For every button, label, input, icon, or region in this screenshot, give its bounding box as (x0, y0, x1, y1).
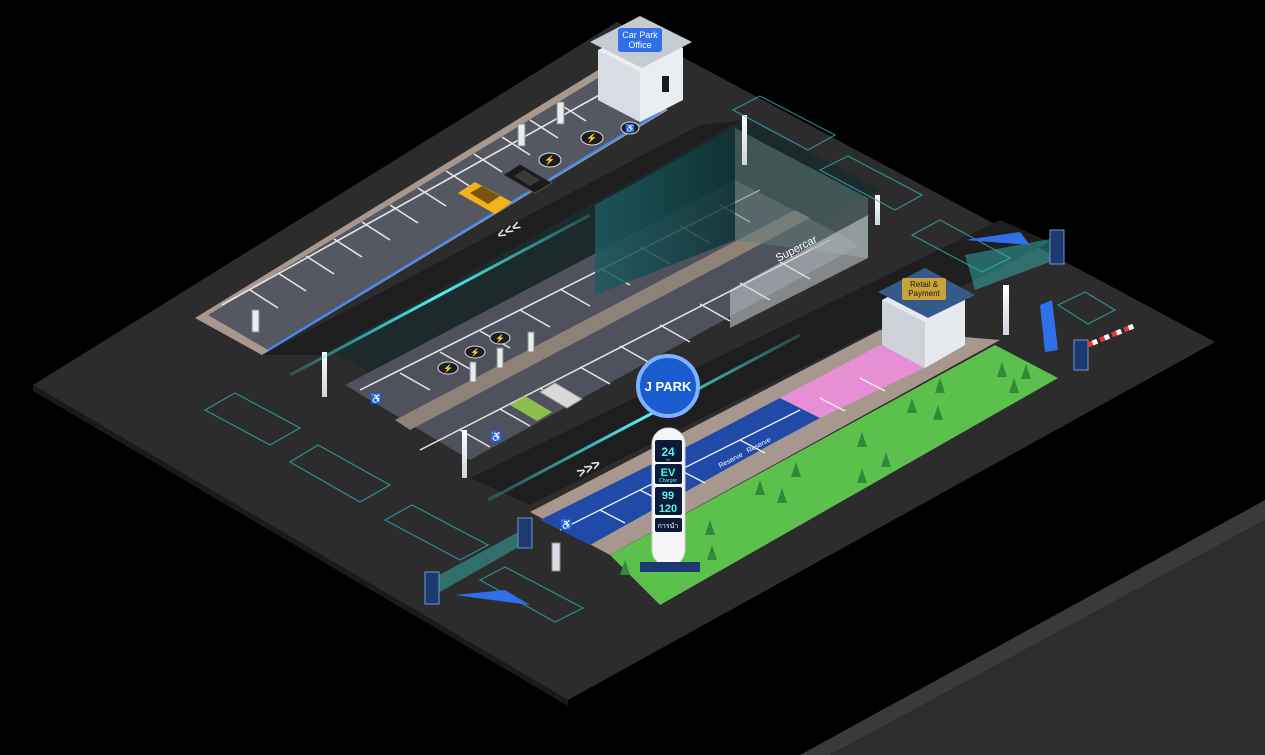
glass-panel-left (595, 128, 735, 295)
svg-text:⚡: ⚡ (443, 363, 453, 373)
road-edge (800, 500, 1265, 755)
middle-lot-divider (395, 210, 810, 430)
light-posts (322, 115, 1009, 478)
sign-hours: 24 (661, 445, 675, 459)
reserve-zone-pink (780, 345, 930, 418)
car-park-office: Car Park Office (590, 16, 692, 122)
exit-gate-right (965, 229, 1137, 371)
retail-label-line2: Payment (908, 289, 940, 298)
grass-area (610, 345, 1058, 605)
car-green (510, 396, 552, 421)
svg-text:⚡: ⚡ (495, 333, 505, 343)
j-park-sign: J PARK 24 hr EV Charger 99 120 การนำ (636, 354, 700, 572)
retail-label-line1: Retail & (910, 280, 939, 289)
sign-brand: J PARK (645, 379, 692, 394)
retail-payment-building: Retail & Payment (878, 268, 975, 368)
sign-ev: EV (661, 467, 676, 479)
upper-lot-edge (267, 111, 661, 351)
glow-line-1 (289, 213, 591, 377)
svg-text:⚡: ⚡ (586, 132, 597, 144)
svg-text:♿: ♿ (625, 123, 635, 133)
svg-text:⚡: ⚡ (544, 154, 555, 166)
svg-text:⚡: ⚡ (470, 347, 480, 357)
glow-line-2 (487, 333, 801, 502)
trees (620, 362, 1031, 575)
svg-text:♿: ♿ (490, 430, 502, 443)
glass-panel-right (735, 128, 868, 258)
supercar-zone (730, 215, 868, 328)
outline-markers (203, 95, 1117, 623)
office-label-line1: Car Park (622, 30, 658, 40)
sign-price-2: 120 (659, 503, 677, 515)
ev-charger-posts-upper (251, 101, 565, 333)
sign-price-1: 99 (662, 490, 674, 502)
ev-charging-spots-middle: ⚡ ⚡ ⚡ ♿ ♿ (370, 331, 511, 443)
office-label-line2: Office (628, 40, 651, 50)
ev-charger-posts-middle (469, 331, 535, 383)
sign-thai-label: การนำ (658, 522, 679, 530)
sign-ev-sub: Charger (659, 478, 677, 484)
ground-base-edge (33, 385, 568, 706)
entrance-gate-bottom (424, 517, 561, 605)
upper-divider (262, 120, 745, 355)
car-black (502, 163, 553, 194)
ev-charging-spots-upper: ⚡ ⚡ ♿ (538, 121, 640, 168)
svg-text:♿: ♿ (370, 392, 382, 405)
wheelchair-spot-lower: ♿ (560, 518, 572, 531)
sign-hours-sub: hr (666, 457, 670, 462)
car-white (539, 382, 583, 409)
upper-lot-surface (208, 78, 660, 350)
upper-lot-lines (221, 87, 613, 309)
car-yellow (458, 182, 512, 214)
